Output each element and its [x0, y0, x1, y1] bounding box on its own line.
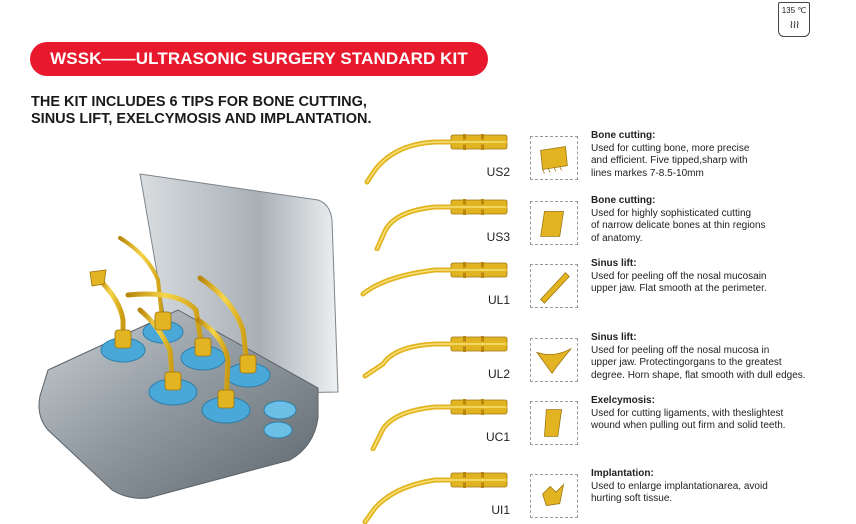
tip-description-line: wound when pulling out firm and solid te… — [591, 420, 786, 431]
autoclave-steam-icon: 135 ℃ ≀≀≀ — [778, 2, 810, 37]
tip-description: Sinus lift:Used for peeling off the nosa… — [591, 332, 851, 382]
tip-description-line: Used for cutting ligaments, with theslig… — [591, 407, 784, 419]
tip-description-line: Used for peeling off the nosal mucosain — [591, 270, 767, 282]
headline-line-1: THE KIT INCLUDES 6 TIPS FOR BONE CUTTING… — [31, 94, 367, 110]
tip-description-line: hurting soft tissue. — [591, 493, 673, 504]
tip-description-line: upper jaw. Protectingorgans to the great… — [591, 357, 782, 368]
tip-closeup-uc1 — [530, 401, 578, 445]
tip-description-line: degree. Horn shape, flat smooth with dul… — [591, 369, 806, 381]
tip-hubs — [114, 311, 257, 409]
headline-line-2: SINUS LIFT, EXELCYMOSIS AND IMPLANTATION… — [31, 111, 372, 127]
tip-description-line: lines markes 7-8.5-10mm — [591, 167, 704, 179]
steam-wave-icon: ≀≀≀ — [789, 19, 799, 31]
tip-image-us2 — [364, 134, 508, 185]
tip-description-line: Used to enlarge implantationarea, avoid — [591, 480, 768, 492]
tip-description: Bone cutting:Used for cutting bone, more… — [591, 130, 851, 180]
tip-description: Exelcymosis:Used for cutting ligaments, … — [591, 395, 851, 433]
kit-banner: WSSK——ULTRASONIC SURGERY STANDARD KIT — [30, 42, 488, 76]
tip-title: Implantation: — [591, 468, 654, 479]
tip-description-line: of anatomy. — [591, 232, 643, 244]
tip-image-ul1 — [360, 262, 508, 297]
tip-code: UL2 — [487, 367, 510, 381]
tip-description-line: Used for cutting bone, more precise — [591, 142, 750, 154]
tip-code: US3 — [486, 230, 510, 244]
tip-description: Bone cutting:Used for highly sophisticat… — [591, 195, 851, 245]
tip-image-us3 — [374, 199, 508, 251]
tip-title: Bone cutting: — [591, 130, 656, 141]
tip-code: UL1 — [487, 293, 510, 307]
tip-title: Exelcymosis: — [591, 395, 655, 406]
tip-image-uc1 — [370, 399, 508, 451]
tip-description: Implantation:Used to enlarge implantatio… — [591, 468, 851, 506]
tip-image-ul2 — [362, 336, 508, 379]
tip-image-ui1 — [362, 472, 508, 524]
tip-title: Sinus lift: — [591, 258, 637, 269]
tip-title: Bone cutting: — [591, 195, 656, 206]
tip-closeup-us3 — [530, 201, 578, 245]
tip-code: UI1 — [491, 503, 510, 517]
tip-closeup-ul1 — [530, 264, 578, 308]
tip-description-line: Used for peeling off the nosal mucosa in — [591, 344, 770, 356]
tip-closeup-ui1 — [530, 474, 578, 518]
tip-description-line: and efficient. Five tipped,sharp with — [591, 155, 748, 166]
kit-headline: THE KIT INCLUDES 6 TIPS FOR BONE CUTTING… — [31, 94, 372, 128]
tip-closeup-ul2 — [530, 338, 578, 382]
tip-description-line: Used for highly sophisticated cutting — [591, 207, 752, 219]
tip-description-line: upper jaw. Flat smooth at the perimeter. — [591, 283, 767, 294]
tip-code: UC1 — [485, 430, 510, 444]
autoclave-temp: 135 ℃ — [781, 6, 807, 15]
tip-code: US2 — [486, 165, 510, 179]
tip-closeup-us2 — [530, 136, 578, 180]
tip-description: Sinus lift:Used for peeling off the nosa… — [591, 258, 851, 296]
kit-tray-photo — [38, 173, 339, 499]
tip-title: Sinus lift: — [591, 332, 637, 343]
tip-description-line: of narrow delicate bones at thin regions — [591, 220, 766, 231]
